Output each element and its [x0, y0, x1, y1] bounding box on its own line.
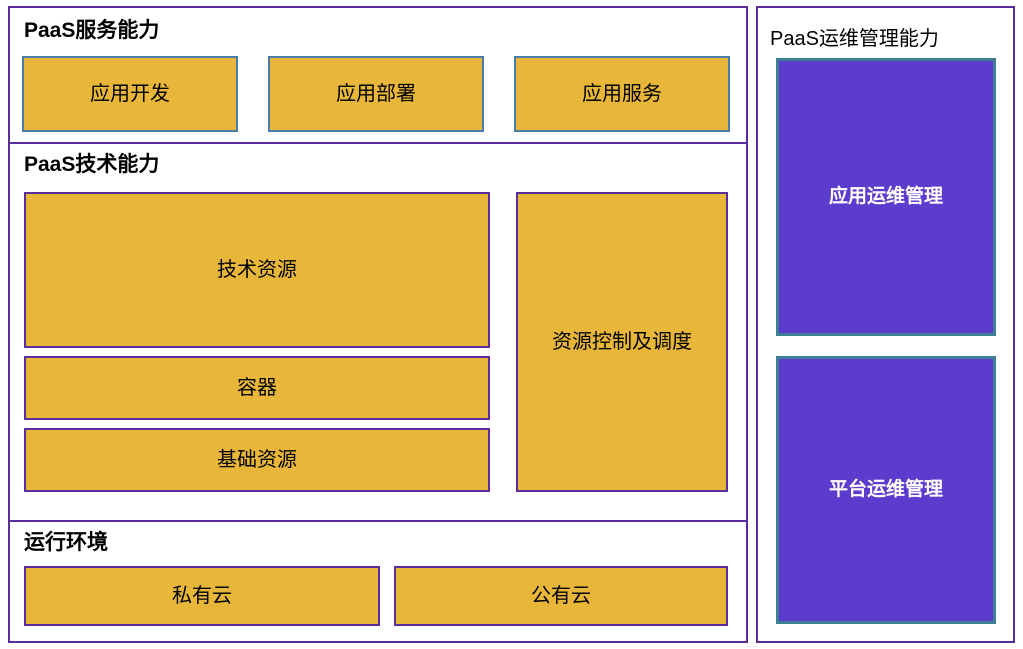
section-header-service: PaaS服务能力 — [24, 19, 160, 42]
box-basic-resources[interactable]: 基础资源 — [24, 428, 490, 492]
section-header-runtime: 运行环境 — [24, 531, 108, 554]
divider-service-tech — [10, 142, 746, 144]
box-container[interactable]: 容器 — [24, 356, 490, 420]
box-application-development[interactable]: 应用开发 — [22, 56, 238, 132]
box-technical-resources[interactable]: 技术资源 — [24, 192, 490, 348]
section-header-operations: PaaS运维管理能力 — [770, 28, 939, 50]
box-application-operations-management[interactable]: 应用运维管理 — [776, 58, 996, 336]
section-paas-service-capability: PaaS服务能力 应用开发 应用部署 应用服务 — [10, 8, 746, 142]
right-panel: PaaS运维管理能力 应用运维管理 平台运维管理 — [756, 6, 1015, 643]
box-public-cloud[interactable]: 公有云 — [394, 566, 728, 626]
box-application-service[interactable]: 应用服务 — [514, 56, 730, 132]
section-runtime-environment: 运行环境 私有云 公有云 — [10, 522, 746, 641]
box-resource-control-and-scheduling[interactable]: 资源控制及调度 — [516, 192, 728, 492]
box-application-deployment[interactable]: 应用部署 — [268, 56, 484, 132]
section-paas-technical-capability: PaaS技术能力 技术资源 容器 基础资源 资源控制及调度 — [10, 144, 746, 520]
section-header-tech: PaaS技术能力 — [24, 153, 160, 176]
left-panel: PaaS服务能力 应用开发 应用部署 应用服务 PaaS技术能力 技术资源 容器… — [8, 6, 748, 643]
box-private-cloud[interactable]: 私有云 — [24, 566, 380, 626]
divider-tech-runtime — [10, 520, 746, 522]
box-platform-operations-management[interactable]: 平台运维管理 — [776, 356, 996, 624]
